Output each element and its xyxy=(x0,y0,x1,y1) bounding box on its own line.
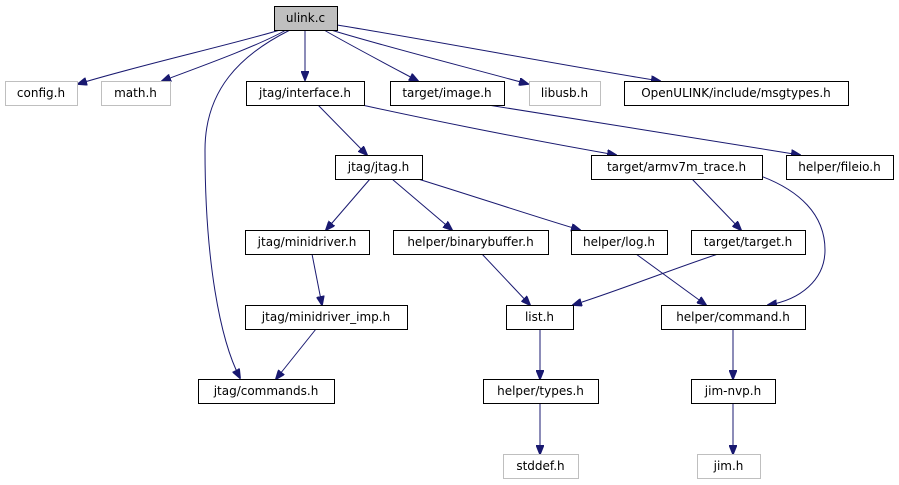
node-box xyxy=(506,305,574,330)
node-label: jim.h xyxy=(713,459,744,473)
node-label: helper/fileio.h xyxy=(798,160,880,174)
node-label: helper/command.h xyxy=(676,310,790,324)
node-target-target-h[interactable]: target/target.h xyxy=(691,230,806,255)
node-label: stddef.h xyxy=(516,459,564,473)
node-label: OpenULINK/include/msgtypes.h xyxy=(641,86,831,100)
node-box xyxy=(786,155,894,180)
node-helper-command-h[interactable]: helper/command.h xyxy=(661,305,806,330)
node-label: list.h xyxy=(525,310,554,324)
node-label: libusb.h xyxy=(541,86,588,100)
edge-jtag_jtag_h-to-helper_log_h xyxy=(417,178,580,230)
node-jtag-interface-h[interactable]: jtag/interface.h xyxy=(246,81,365,106)
node-jtag-minidriver-imp-h[interactable]: jtag/minidriver_imp.h xyxy=(245,305,408,330)
node-list-h[interactable]: list.h xyxy=(506,305,574,330)
edge-ulink_c-to-target_image_h xyxy=(323,29,418,81)
edge-ulink_c-to-openulink_msgtypes_h xyxy=(336,24,660,81)
node-helper-binarybuffer-h[interactable]: helper/binarybuffer.h xyxy=(393,230,549,255)
node-jim-nvp-h[interactable]: jim-nvp.h xyxy=(691,379,776,404)
node-box xyxy=(697,454,761,479)
edge-ulink_c-to-math_h xyxy=(162,29,287,81)
node-label: jim-nvp.h xyxy=(704,384,761,398)
node-math-h: math.h xyxy=(101,81,171,106)
node-label: math.h xyxy=(114,86,157,100)
node-box xyxy=(245,230,370,255)
edge-jtag_jtag_h-to-helper_binarybuffer_h xyxy=(391,178,452,230)
node-box xyxy=(393,230,549,255)
edge-target_armv7m_trace_h-to-helper_command_h xyxy=(757,174,826,305)
node-jim-h: jim.h xyxy=(697,454,761,479)
node-box xyxy=(691,230,806,255)
edge-jtag_interface_h-to-target_armv7m_trace_h xyxy=(361,104,616,155)
edge-jtag_interface_h-to-jtag_jtag_h xyxy=(317,104,367,155)
node-box xyxy=(571,230,668,255)
node-label: jtag/minidriver_imp.h xyxy=(261,310,390,324)
node-stddef-h: stddef.h xyxy=(503,454,579,479)
edge-ulink_c-to-libusb_h xyxy=(330,29,528,84)
edge-target_image_h-to-helper_fileio_h xyxy=(487,104,800,155)
node-box xyxy=(503,454,579,479)
edge-target_armv7m_trace_h-to-target_target_h xyxy=(691,178,741,230)
node-ulink-c[interactable]: ulink.c xyxy=(274,6,338,31)
node-box xyxy=(245,305,408,330)
node-label: target/armv7m_trace.h xyxy=(607,160,746,174)
node-jtag-minidriver-h[interactable]: jtag/minidriver.h xyxy=(245,230,370,255)
edge-helper_log_h-to-helper_command_h xyxy=(635,253,706,305)
node-box xyxy=(390,81,505,106)
node-label: config.h xyxy=(17,86,65,100)
node-label: jtag/jtag.h xyxy=(347,160,409,174)
node-config-h: config.h xyxy=(5,81,78,106)
node-box xyxy=(274,6,338,31)
node-box xyxy=(5,81,78,106)
node-label: helper/log.h xyxy=(583,235,655,249)
node-box xyxy=(246,81,365,106)
node-box xyxy=(691,379,776,404)
node-label: ulink.c xyxy=(286,11,325,25)
node-box xyxy=(661,305,806,330)
node-jtag-commands-h[interactable]: jtag/commands.h xyxy=(198,379,335,404)
edge-ulink_c-to-jtag_commands_h xyxy=(204,29,291,378)
node-label: jtag/commands.h xyxy=(213,384,319,398)
node-target-armv7m-trace-h[interactable]: target/armv7m_trace.h xyxy=(591,155,763,180)
node-box xyxy=(483,379,599,404)
node-box xyxy=(198,379,335,404)
node-box xyxy=(335,155,423,180)
edge-target_target_h-to-list_h xyxy=(573,253,719,305)
node-helper-fileio-h[interactable]: helper/fileio.h xyxy=(786,155,894,180)
edge-jtag_minidriver_h-to-jtag_minidriver_imp_h xyxy=(311,253,322,305)
node-box xyxy=(101,81,171,106)
node-label: helper/types.h xyxy=(497,384,584,398)
node-libusb-h: libusb.h xyxy=(529,81,601,106)
edges xyxy=(78,24,826,454)
node-label: jtag/interface.h xyxy=(258,86,351,100)
node-openulink-msgtypes-h[interactable]: OpenULINK/include/msgtypes.h xyxy=(624,81,849,106)
nodes: ulink.c config.h math.h jtag/interface.h tar… xyxy=(5,6,894,479)
node-label: target/image.h xyxy=(402,86,491,100)
node-label: jtag/minidriver.h xyxy=(257,235,357,249)
edge-helper_binarybuffer_h-to-list_h xyxy=(481,253,530,305)
node-box xyxy=(591,155,763,180)
node-helper-types-h[interactable]: helper/types.h xyxy=(483,379,599,404)
edge-jtag_jtag_h-to-jtag_minidriver_h xyxy=(326,178,371,230)
edge-ulink_c-to-config_h xyxy=(78,29,281,84)
node-box xyxy=(529,81,601,106)
node-label: target/target.h xyxy=(704,235,792,249)
node-box xyxy=(624,81,849,106)
node-target-image-h[interactable]: target/image.h xyxy=(390,81,505,106)
node-helper-log-h[interactable]: helper/log.h xyxy=(571,230,668,255)
edge-jtag_minidriver_imp_h-to-jtag_commands_h xyxy=(276,328,317,379)
node-jtag-jtag-h[interactable]: jtag/jtag.h xyxy=(335,155,423,180)
node-label: helper/binarybuffer.h xyxy=(407,235,533,249)
